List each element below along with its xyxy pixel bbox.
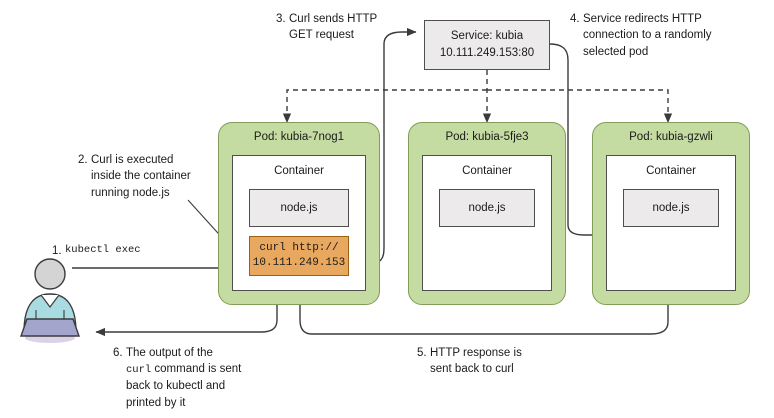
container-label: Container bbox=[646, 165, 696, 177]
pod-kubia-7nog1[interactable]: Pod: kubia-7nog1 Container node.js curl … bbox=[218, 122, 380, 305]
step-2-line-1: Curl is executed bbox=[91, 154, 174, 166]
step-1-number: 1. bbox=[52, 245, 62, 257]
service-box[interactable]: Service: kubia 10.111.249.153:80 bbox=[424, 20, 550, 70]
curl-line-1: curl http:// bbox=[259, 242, 339, 255]
step-6-line-2: curl command is sent bbox=[113, 361, 241, 378]
step-2-number: 2. bbox=[78, 154, 88, 166]
pod-title: Pod: kubia-5fje3 bbox=[445, 131, 529, 143]
container-label: Container bbox=[462, 165, 512, 177]
step-6-line-4: printed by it bbox=[126, 396, 186, 409]
pod-kubia-gzwli[interactable]: Pod: kubia-gzwli Container node.js bbox=[592, 122, 750, 305]
service-name: Service: kubia bbox=[450, 30, 524, 43]
container-box: Container node.js curl http:// 10.111.24… bbox=[232, 155, 366, 291]
step-2-label: 2. Curl is executed inside the container… bbox=[78, 152, 191, 201]
step-6-line-2-rest: command is sent bbox=[151, 363, 242, 376]
container-label: Container bbox=[274, 165, 324, 177]
curl-command-box[interactable]: curl http:// 10.111.249.153 bbox=[249, 236, 349, 276]
step-6-curl-keyword: curl bbox=[126, 364, 152, 377]
step-6-line-3: back to kubectl and bbox=[126, 380, 226, 393]
step-4-number: 4. bbox=[570, 13, 580, 25]
nodejs-box[interactable]: node.js bbox=[249, 189, 349, 227]
step-5-line-2: sent back to curl bbox=[430, 363, 514, 376]
step-5-label: 5. HTTP response is sent back to curl bbox=[417, 345, 522, 378]
step-3-line-2: GET request bbox=[289, 29, 354, 42]
nodejs-box[interactable]: node.js bbox=[623, 189, 719, 227]
step-3-label: 3. Curl sends HTTP GET request bbox=[276, 11, 377, 44]
step-6-number: 6. bbox=[113, 347, 123, 359]
step-3-line-1: Curl sends HTTP bbox=[289, 13, 378, 25]
step-4-line-3: selected pod bbox=[583, 45, 649, 58]
step-2-line-3: running node.js bbox=[91, 186, 170, 199]
container-box: Container node.js bbox=[422, 155, 552, 291]
pod-title: Pod: kubia-7nog1 bbox=[253, 131, 345, 143]
container-box: Container node.js bbox=[606, 155, 736, 291]
step-1-command: kubectl exec bbox=[65, 244, 141, 256]
step-1-label: 1. kubectl exec bbox=[52, 243, 141, 258]
step-5-line-1: HTTP response is bbox=[430, 347, 522, 359]
nodejs-box[interactable]: node.js bbox=[439, 189, 535, 227]
curl-line-2: 10.111.249.153 bbox=[252, 257, 346, 269]
step-4-line-1: Service redirects HTTP bbox=[583, 13, 702, 25]
pod-kubia-5fje3[interactable]: Pod: kubia-5fje3 Container node.js bbox=[408, 122, 566, 305]
step-5-number: 5. bbox=[417, 347, 427, 359]
step-6-label: 6. The output of the curl command is sen… bbox=[113, 345, 241, 411]
step-4-line-2: connection to a randomly bbox=[583, 29, 712, 42]
service-address: 10.111.249.153:80 bbox=[439, 47, 535, 59]
step-3-number: 3. bbox=[276, 13, 286, 25]
step-2-line-2: inside the container bbox=[91, 170, 191, 183]
step-6-line-1: The output of the bbox=[126, 347, 213, 359]
pod-title: Pod: kubia-gzwli bbox=[629, 131, 713, 143]
user-avatar bbox=[20, 258, 80, 343]
step-4-label: 4. Service redirects HTTP connection to … bbox=[570, 11, 712, 60]
